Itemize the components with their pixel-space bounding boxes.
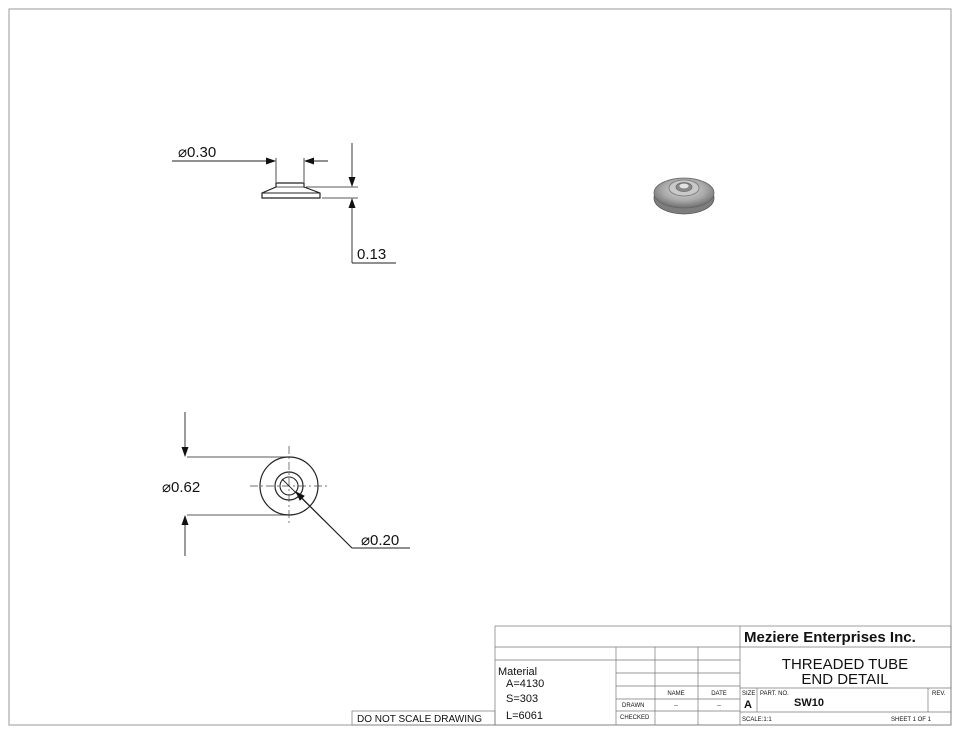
isometric-view (653, 177, 715, 215)
checked-label: CHECKED (620, 715, 650, 721)
top-view: ⌀0.62 ⌀0.20 (162, 412, 410, 556)
drawn-name: -- (674, 703, 678, 709)
size-label: SIZE (742, 691, 755, 697)
hole-diameter-label: ⌀0.20 (361, 532, 399, 549)
company-name: Meziere Enterprises Inc. (744, 629, 916, 646)
side-view-body (261, 182, 321, 199)
sheet-label: SHEET 1 OF 1 (891, 717, 932, 723)
drawn-label: DRAWN (622, 703, 644, 709)
sheet-border (8, 8, 952, 726)
material-l: L=6061 (506, 710, 543, 722)
part-no-label: PART. NO. (760, 691, 789, 697)
top-diameter-label: ⌀0.30 (178, 144, 216, 161)
material-label: Material (498, 666, 537, 678)
title-line-2: END DETAIL (801, 671, 888, 688)
drawn-date: -- (717, 703, 721, 709)
title-block (351, 625, 952, 726)
size-value: A (744, 699, 752, 711)
part-no-value: SW10 (794, 697, 824, 709)
top-height-label: 0.13 (357, 246, 386, 263)
date-header: DATE (711, 691, 727, 697)
rev-label: REV. (932, 691, 946, 697)
side-view: ⌀0.30 0.13 (172, 143, 396, 264)
material-a: A=4130 (506, 678, 544, 690)
no-scale-note: DO NOT SCALE DRAWING (357, 714, 482, 725)
outer-diameter-label: ⌀0.62 (162, 479, 200, 496)
title-block-text: Meziere Enterprises Inc. THREADED TUBE E… (357, 629, 946, 725)
name-header: NAME (667, 691, 684, 697)
material-s: S=303 (506, 693, 538, 705)
title-line-1: THREADED TUBE (782, 656, 908, 673)
scale-label: SCALE:1:1 (742, 717, 772, 723)
